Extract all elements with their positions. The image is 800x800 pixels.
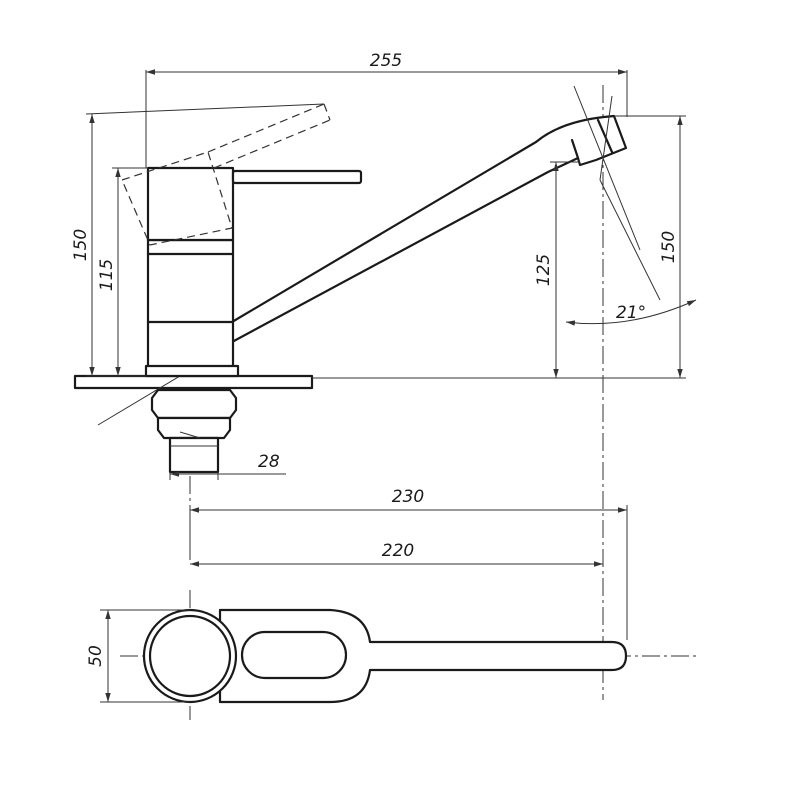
top-body-inner	[148, 614, 232, 698]
dim-spout-angle: 21°	[616, 303, 646, 323]
lever-alt-end	[323, 103, 331, 121]
thread-stub	[168, 436, 220, 474]
dimensions: 255 150 115 125 150 21° 28	[71, 51, 697, 640]
dim-spout-outlet-height: 150	[659, 231, 679, 263]
body-base-ring	[144, 364, 240, 378]
body-upper	[146, 166, 235, 242]
dim-total-height-left: 150	[71, 229, 91, 261]
spout	[230, 114, 628, 344]
angle-arc	[565, 299, 697, 326]
dim-body-diameter: 50	[86, 645, 106, 667]
handle-lever	[231, 169, 363, 185]
lever-alt-line-1	[207, 103, 325, 153]
nut-notch	[179, 431, 201, 439]
top-view: 50	[86, 590, 700, 720]
body-lower	[146, 238, 235, 370]
spout-aerator-line	[570, 138, 580, 160]
side-view	[73, 85, 628, 700]
dim-total-length: 255	[370, 51, 402, 71]
spout-outlet-line	[596, 118, 614, 154]
thread-body	[156, 416, 232, 440]
handle-alt-position	[121, 151, 233, 246]
dim-reach-spout: 220	[382, 541, 414, 561]
top-body-circle	[142, 608, 238, 704]
lever-alt-line-2	[213, 119, 331, 169]
dim-spout-height: 125	[534, 254, 554, 286]
top-handle-slot	[240, 630, 348, 680]
base-plate	[73, 374, 314, 390]
base-plate-hatch	[97, 369, 191, 426]
dim-lever-height: 115	[97, 259, 117, 291]
mounting-nut	[150, 388, 238, 420]
dim-base-thread: 28	[258, 452, 280, 472]
dim-reach-outer: 230	[392, 487, 424, 507]
